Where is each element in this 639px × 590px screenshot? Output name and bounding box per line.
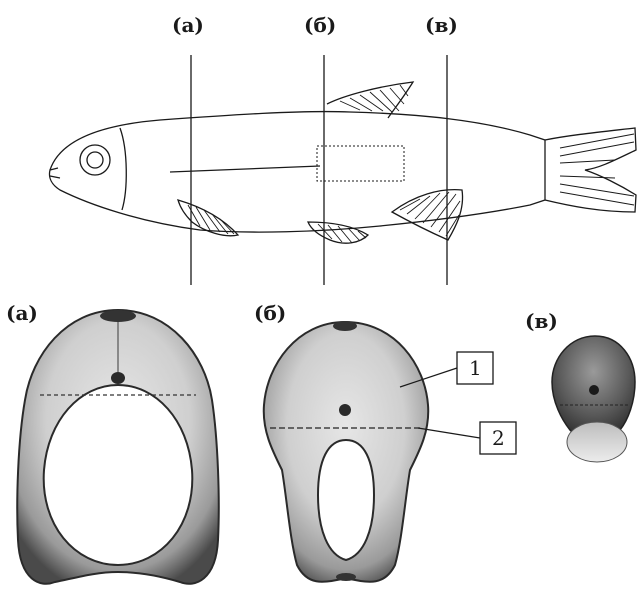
- cross-section-b: [264, 321, 429, 582]
- callout-2-number: 2: [492, 426, 505, 450]
- fin-hatching: [188, 85, 634, 243]
- callout-2: 2: [418, 422, 516, 454]
- label-section-a-top: (а): [172, 13, 204, 37]
- cross-section-a: [17, 310, 218, 584]
- cross-section-v: [552, 336, 635, 462]
- sampling-area-rectangle: [317, 146, 404, 181]
- label-section-v: (в): [525, 309, 558, 333]
- label-section-b-top: (б): [304, 13, 336, 37]
- label-section-v-top: (в): [425, 13, 458, 37]
- label-section-a: (а): [6, 301, 38, 325]
- fish-outline: [49, 82, 636, 243]
- label-section-b: (б): [254, 301, 286, 325]
- callout-1-number: 1: [469, 356, 482, 380]
